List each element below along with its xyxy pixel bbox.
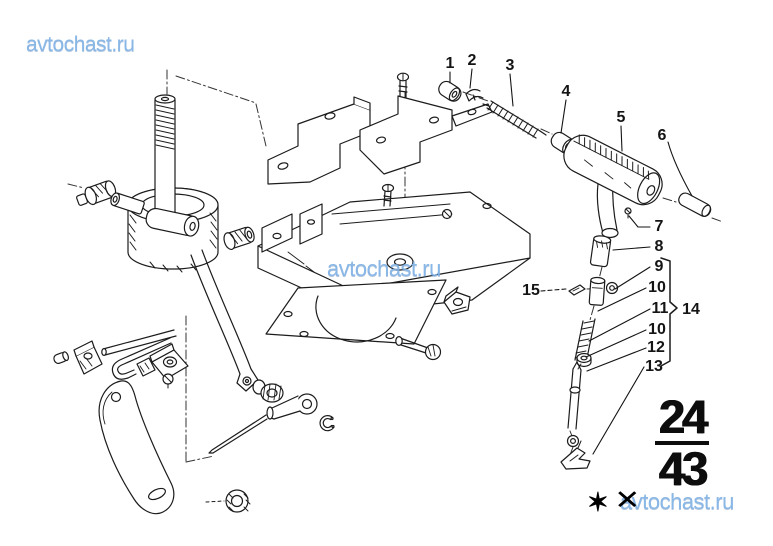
callout-7: 7	[654, 218, 664, 235]
bolt-top	[396, 72, 410, 99]
foot-13	[560, 440, 591, 470]
callout-11: 11	[651, 300, 669, 317]
wedge-15	[568, 284, 586, 296]
callout-1: 1	[445, 55, 455, 72]
bushing-1	[438, 80, 462, 102]
bushing-right	[223, 226, 255, 251]
base-plate	[265, 279, 447, 345]
set-screw-7	[624, 207, 632, 219]
spring-11	[574, 318, 596, 361]
callout-12: 12	[647, 339, 665, 356]
bracket-upper-left	[267, 96, 371, 185]
cross-symbol: ✕	[614, 485, 641, 515]
rod-bent	[111, 337, 172, 380]
rod-12	[566, 361, 582, 448]
callout-15: 15	[522, 282, 540, 299]
hand-lever	[98, 380, 175, 515]
callout-10a: 10	[648, 279, 666, 296]
fraction-numerator: 24	[658, 390, 708, 443]
clip-small	[136, 357, 156, 377]
rod-bushing	[252, 379, 284, 403]
shift-lever-shaft	[154, 94, 176, 219]
sleeve-8	[589, 235, 612, 268]
spring-3	[482, 100, 547, 139]
swivel-block	[149, 343, 189, 389]
callout-9: 9	[654, 258, 664, 275]
watermark-bottom-right: avtochast.ru	[620, 489, 734, 514]
clip-nut	[443, 286, 471, 315]
page-number-fraction: 24 43	[646, 390, 718, 495]
circlip	[319, 415, 335, 432]
leader-lines	[449, 68, 693, 455]
callout-8: 8	[654, 238, 664, 255]
rod-straight	[101, 329, 177, 357]
lock-nut	[205, 489, 251, 513]
callout-6: 6	[657, 127, 667, 144]
link-rod	[208, 393, 318, 454]
shift-knob-5	[563, 134, 663, 206]
fraction-denominator: 43	[658, 442, 708, 495]
pivot-pin	[145, 207, 200, 237]
callout-5: 5	[616, 109, 626, 126]
lever-arm	[190, 249, 259, 392]
bracket-upper-right	[359, 95, 493, 175]
watermark-center: avtochast.ru	[327, 256, 441, 281]
clamp-block	[73, 340, 103, 375]
callout-4: 4	[561, 83, 571, 100]
callout-2: 2	[467, 52, 477, 69]
bolt-lower	[395, 336, 442, 361]
pin-6	[678, 192, 712, 217]
watermark-top-left: avtochast.ru	[26, 33, 135, 56]
sleeve-10	[588, 276, 606, 306]
bushing-left	[76, 180, 117, 206]
pin-small	[53, 351, 69, 364]
retaining-clip-2	[465, 88, 484, 102]
star-symbol: ✶	[587, 487, 609, 517]
callout-13: 13	[645, 358, 663, 375]
callout-3: 3	[505, 57, 515, 74]
screw-console	[381, 183, 395, 207]
brace-14	[660, 257, 678, 367]
callout-10b: 10	[648, 321, 666, 338]
pivot-tube	[110, 192, 145, 215]
callout-14: 14	[682, 301, 700, 318]
fraction-rule	[655, 441, 709, 445]
